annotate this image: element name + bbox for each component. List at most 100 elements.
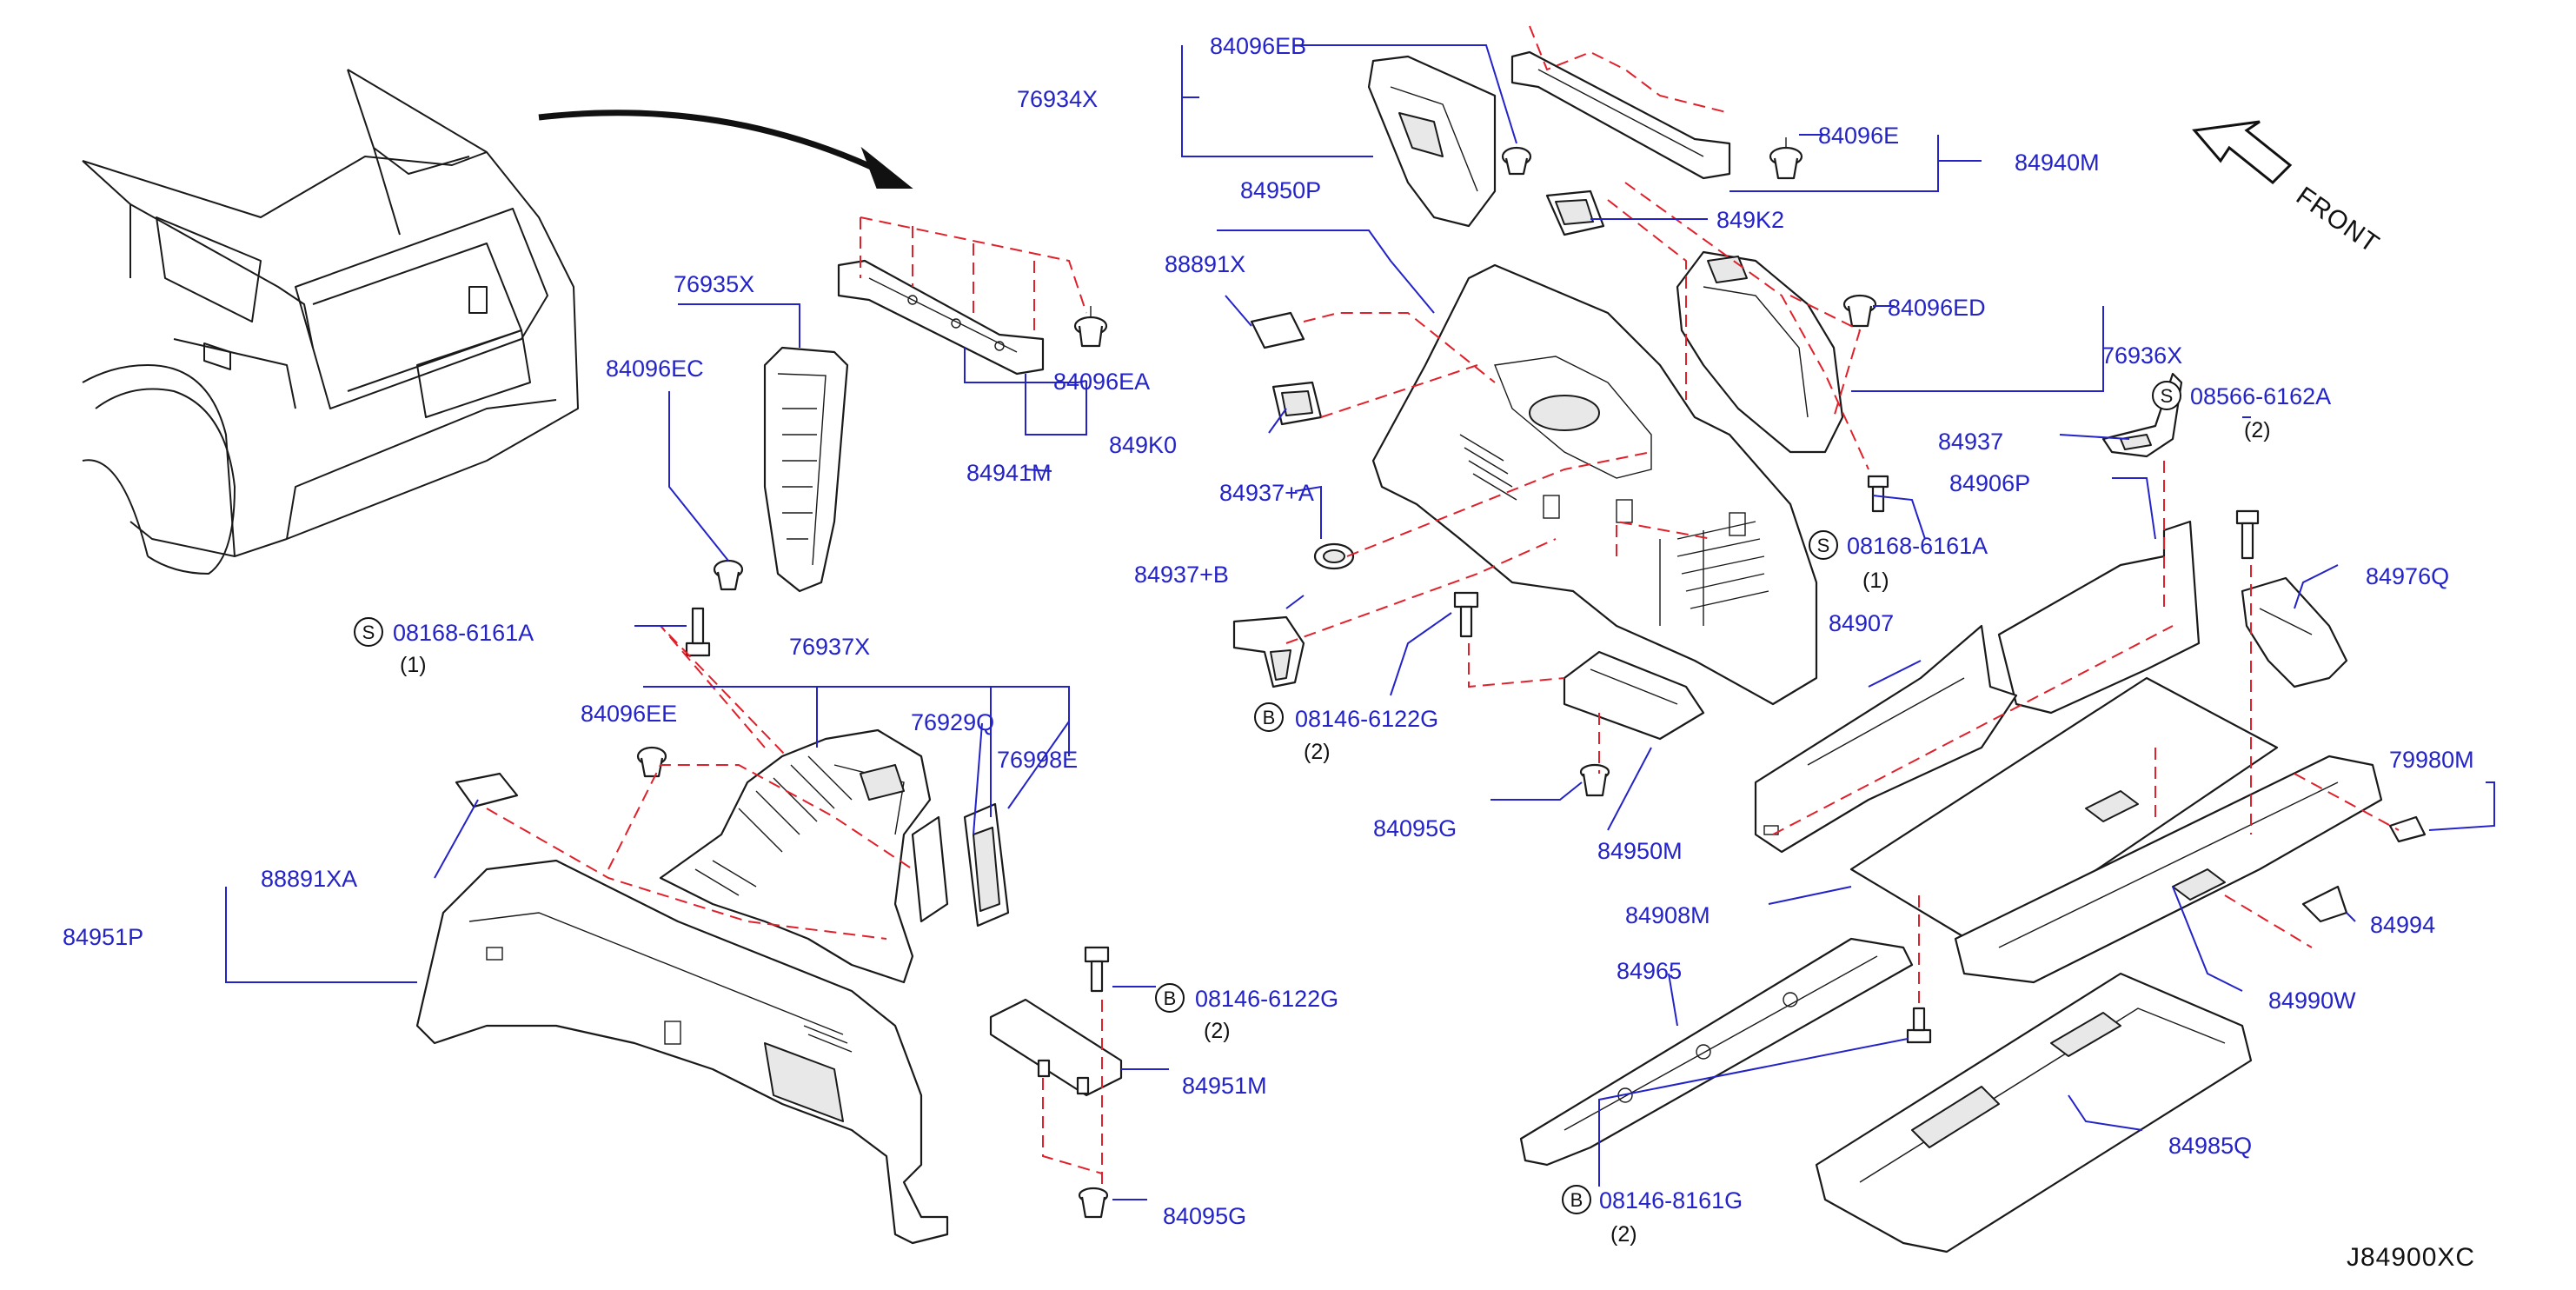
clip-84096EE [636,746,667,778]
label-84976Q: 84976Q [2366,563,2449,589]
qty-08168-6161A-right: (1) [1862,569,1889,593]
label-08168-6161A-right: 08168-6161A [1847,533,1988,559]
label-08146-6122G-lower: 08146-6122G [1195,986,1338,1012]
label-84095G-lower: 84095G [1163,1203,1246,1229]
label-84985Q: 84985Q [2168,1133,2252,1159]
part-849K2 [1545,190,1605,236]
part-76935X [763,346,849,593]
label-84096EC: 84096EC [606,356,704,382]
direction-arrow [538,110,913,189]
label-84950M: 84950M [1597,838,1683,864]
part-84937-B [1232,615,1305,688]
part-84994 [2301,885,2348,923]
qty-08146-6122G-upper: (2) [1304,740,1331,764]
part-76937X [659,728,932,984]
label-84095G-upper: 84095G [1373,815,1457,841]
label-849K2: 849K2 [1716,207,1784,233]
symbol-b-08146-upper: B [1263,707,1276,728]
clip-84095G-lower [1078,1187,1109,1219]
label-84908M: 84908M [1625,902,1710,928]
part-84908M [1849,676,2279,949]
qty-08566-6162A: (2) [2244,418,2271,442]
part-84906P [1997,520,2201,715]
part-84965 [1519,937,1914,1167]
label-79980M: 79980M [2389,747,2474,773]
label-84096E: 84096E [1818,123,1899,149]
part-76929Q [911,815,949,923]
label-76935X: 76935X [674,271,754,297]
label-08168-6161A-left: 08168-6161A [393,620,534,646]
clip-84096EA [1073,306,1108,348]
symbol-markers: S S S B B B [354,381,2181,1214]
part-84941M [837,259,1045,376]
clip-84096EB [1501,146,1532,176]
label-84950P: 84950P [1240,177,1321,203]
part-88891XA [455,772,519,808]
label-08146-6122G-upper: 08146-6122G [1295,706,1438,732]
qty-08146-8161G: (2) [1610,1222,1637,1247]
bolt-08146-6122G-upper [1453,591,1479,638]
bolt-08146-8161G [1906,1007,1932,1044]
label-08566-6162A: 08566-6162A [2190,383,2331,409]
part-84937-A [1313,542,1355,570]
label-84994: 84994 [2370,912,2435,938]
part-84985Q [1815,972,2253,1253]
part-84990W [1954,755,2383,984]
label-84096EB: 84096EB [1210,33,1306,59]
label-84937-B: 84937+B [1134,562,1229,588]
clip-84096EC [713,559,744,591]
part-88891X [1250,311,1305,349]
symbol-s-08168-left: S [362,622,375,643]
label-84096EA: 84096EA [1053,369,1150,395]
part-labels: 84096EB 76934X 84096E 84940M 849K2 84950… [63,33,2474,1247]
label-84937: 84937 [1938,429,2003,455]
label-84951P: 84951P [63,924,143,950]
label-84965: 84965 [1617,958,1682,984]
part-84951M [989,998,1123,1097]
label-76998E: 76998E [997,747,1078,773]
part-76936X [1676,250,1844,454]
clip-84095G-upper [1579,763,1610,797]
diagram-code: J84900XC [2347,1243,2475,1272]
bolt-08168-6161A-right [1867,475,1889,513]
label-84951M: 84951M [1182,1073,1267,1099]
label-84937-A: 84937+A [1219,480,1314,506]
label-84941M: 84941M [966,460,1052,486]
part-76998E [963,802,1010,928]
label-84906P: 84906P [1949,470,2030,496]
label-849K0: 849K0 [1109,432,1177,458]
bolt-08146-6122G-lower [1084,946,1110,993]
part-84976Q [2241,576,2348,688]
label-76929Q: 76929Q [911,709,994,735]
symbol-s-08168-right: S [1817,535,1830,556]
part-84950M [1563,650,1705,741]
symbol-s-08566: S [2161,385,2174,407]
vehicle-illustration [82,69,579,575]
leader-lines [225,44,2495,1200]
label-76936X: 76936X [2101,342,2182,369]
label-08146-8161G: 08146-8161G [1599,1187,1743,1214]
label-76937X: 76937X [789,634,870,660]
clip-84096E [1769,137,1803,180]
label-84096EE: 84096EE [581,701,677,727]
bolt-08566-6162A [2235,509,2260,560]
bolt-08168-6161A-left [685,607,711,657]
label-88891XA: 88891XA [261,866,357,892]
qty-08168-6161A-left: (1) [400,653,427,677]
symbol-b-08146-lower: B [1164,987,1177,1009]
front-label: FRONT [2291,182,2385,259]
part-84950P [1371,263,1818,706]
symbol-b-08146-8161G: B [1570,1189,1583,1211]
part-79980M [2388,815,2427,843]
qty-08146-6122G-lower: (2) [1204,1019,1231,1043]
dashed-guides [486,25,2400,1191]
part-76934X [1367,55,1497,228]
part-84940M [1510,50,1731,180]
label-84907: 84907 [1829,610,1894,636]
label-84096ED: 84096ED [1888,295,1986,321]
label-76934X: 76934X [1017,86,1098,112]
clip-84096ED [1842,294,1877,328]
label-84990W: 84990W [2268,987,2356,1014]
front-indicator: FRONT [2192,120,2385,259]
